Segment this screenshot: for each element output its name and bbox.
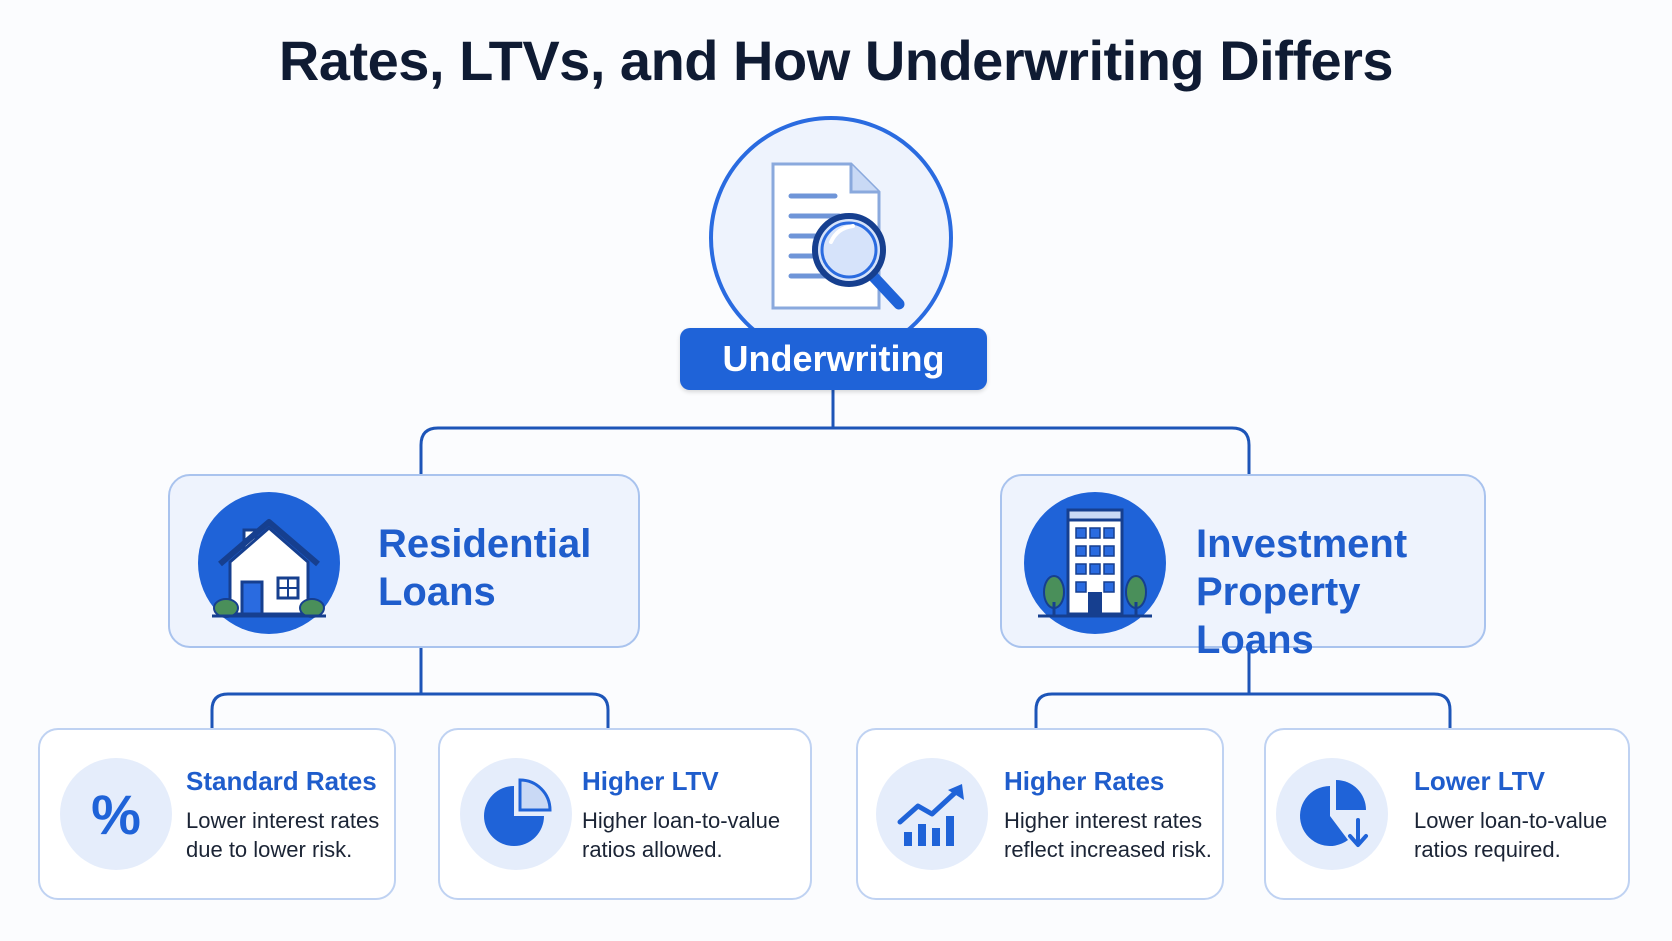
underwriting-label: Underwriting	[680, 328, 987, 390]
higher-rates-desc: Higher interest rates reflect increased …	[1004, 808, 1212, 862]
higher-ltv-desc: Higher loan-to-value ratios allowed.	[582, 808, 781, 862]
page-title: Rates, LTVs, and How Underwriting Differ…	[278, 29, 1394, 92]
underwriting-node	[709, 116, 953, 360]
lower-ltv-desc: Lower loan-to-value ratios required.	[1414, 808, 1608, 862]
percent-icon: %	[60, 758, 172, 870]
pie-chart-down-icon	[1276, 758, 1388, 870]
house-icon	[198, 492, 340, 634]
svg-text:%: %	[91, 783, 141, 846]
lower-ltv-card: Lower LTV Lower loan-to-value ratios req…	[1264, 728, 1630, 900]
higher-ltv-title: Higher LTV	[582, 766, 719, 796]
document-search-icon	[771, 162, 905, 310]
pie-chart-icon	[460, 758, 572, 870]
higher-rates-title: Higher Rates	[1004, 766, 1165, 796]
lower-ltv-title: Lower LTV	[1414, 766, 1545, 796]
investment-property-loans-node: Investment Property Loans	[1000, 474, 1486, 662]
apartment-building-icon	[1024, 492, 1166, 634]
residential-loans-node: Residential Loans	[168, 474, 640, 648]
standard-rates-card: % Standard Rates Lower interest rates du…	[38, 728, 396, 900]
trend-up-chart-icon	[876, 758, 988, 870]
higher-ltv-card: Higher LTV Higher loan-to-value ratios a…	[438, 728, 812, 900]
standard-rates-desc: Lower interest rates due to lower risk.	[186, 808, 380, 862]
standard-rates-title: Standard Rates	[186, 766, 377, 796]
residential-loans-label: Residential Loans	[378, 522, 592, 614]
higher-rates-card: Higher Rates Higher interest rates refle…	[856, 728, 1224, 900]
investment-property-loans-label: Investment Property Loans	[1196, 522, 1408, 662]
